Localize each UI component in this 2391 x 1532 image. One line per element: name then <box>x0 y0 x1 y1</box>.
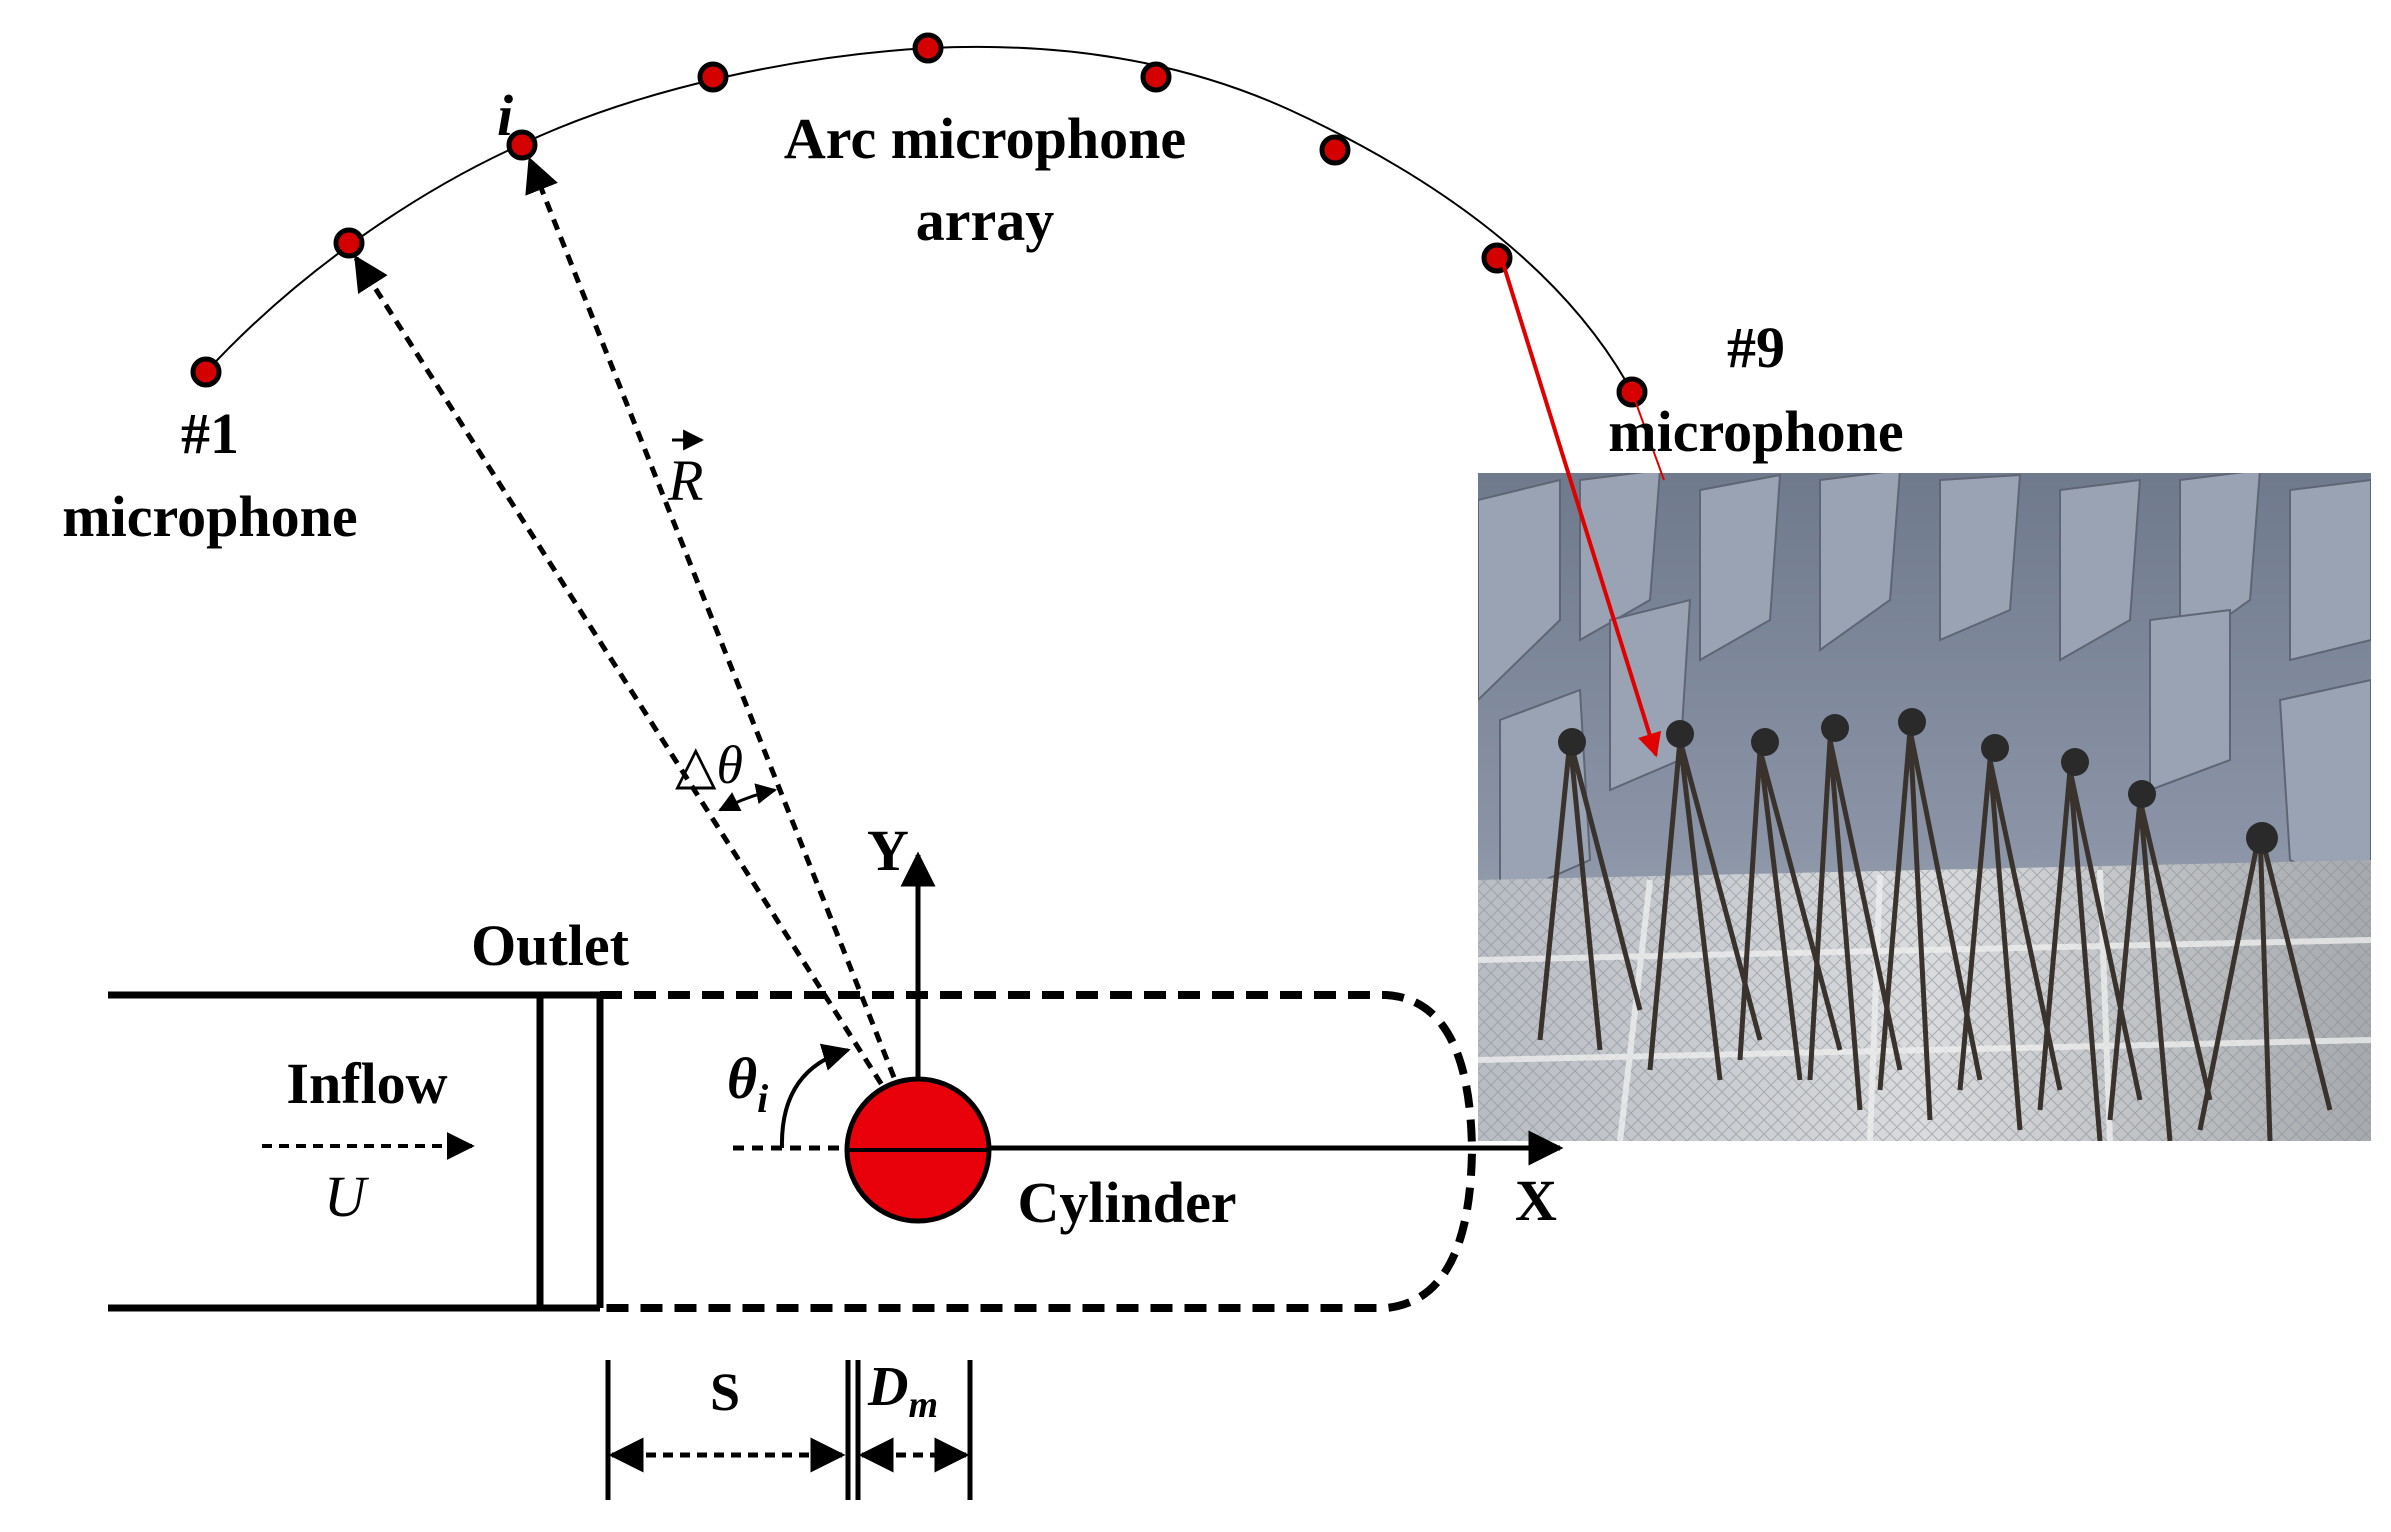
anechoic-chamber-photo <box>1478 473 2371 1141</box>
theta-symbol: θ <box>727 1046 757 1111</box>
microphone-7 <box>1319 134 1351 166</box>
microphone-6 <box>1140 61 1172 93</box>
nozzle-outlet <box>108 991 604 1312</box>
mic9-number: #9 <box>1727 315 1785 380</box>
delta-theta-arc <box>718 783 778 812</box>
theta-subscript: i <box>757 1076 768 1121</box>
radial-lines <box>353 156 925 1151</box>
x-axis-label: X <box>1515 1168 1557 1233</box>
outlet-label: Outlet <box>471 913 630 978</box>
microphone-i <box>506 129 538 161</box>
microphone-4 <box>697 61 729 93</box>
mic1-word: microphone <box>62 484 357 549</box>
microphone-2 <box>333 227 365 259</box>
theta-i-label: θi <box>727 1046 768 1121</box>
inflow-label: Inflow <box>286 1051 447 1116</box>
mic9-word: microphone <box>1608 399 1903 464</box>
u-velocity-label: U <box>324 1164 370 1229</box>
diameter-subscript: m <box>908 1384 938 1426</box>
arc-title-line2: array <box>916 188 1055 253</box>
photo-pointer-arrow <box>1631 391 1665 481</box>
diameter-label: Dm <box>867 1356 938 1426</box>
arc-microphone-array <box>190 32 1648 408</box>
r-vector-label: R <box>667 448 703 513</box>
spacing-s-label: S <box>710 1362 740 1422</box>
microphone-1 <box>190 356 222 388</box>
theta-i-arc <box>779 1043 851 1149</box>
microphone-5 <box>912 32 944 64</box>
delta-theta-label: △θ <box>675 735 743 795</box>
mic-i-label: i <box>497 83 513 148</box>
arc-title-line1: Arc microphone <box>784 106 1186 171</box>
microphone-markers <box>190 32 1648 408</box>
mic1-number: #1 <box>181 401 239 466</box>
dimension-markers <box>605 1360 973 1500</box>
cylinder-label: Cylinder <box>1017 1170 1236 1235</box>
jet-boundary <box>600 991 1477 1312</box>
diameter-symbol: D <box>867 1356 908 1418</box>
y-axis-label: Y <box>867 818 909 883</box>
